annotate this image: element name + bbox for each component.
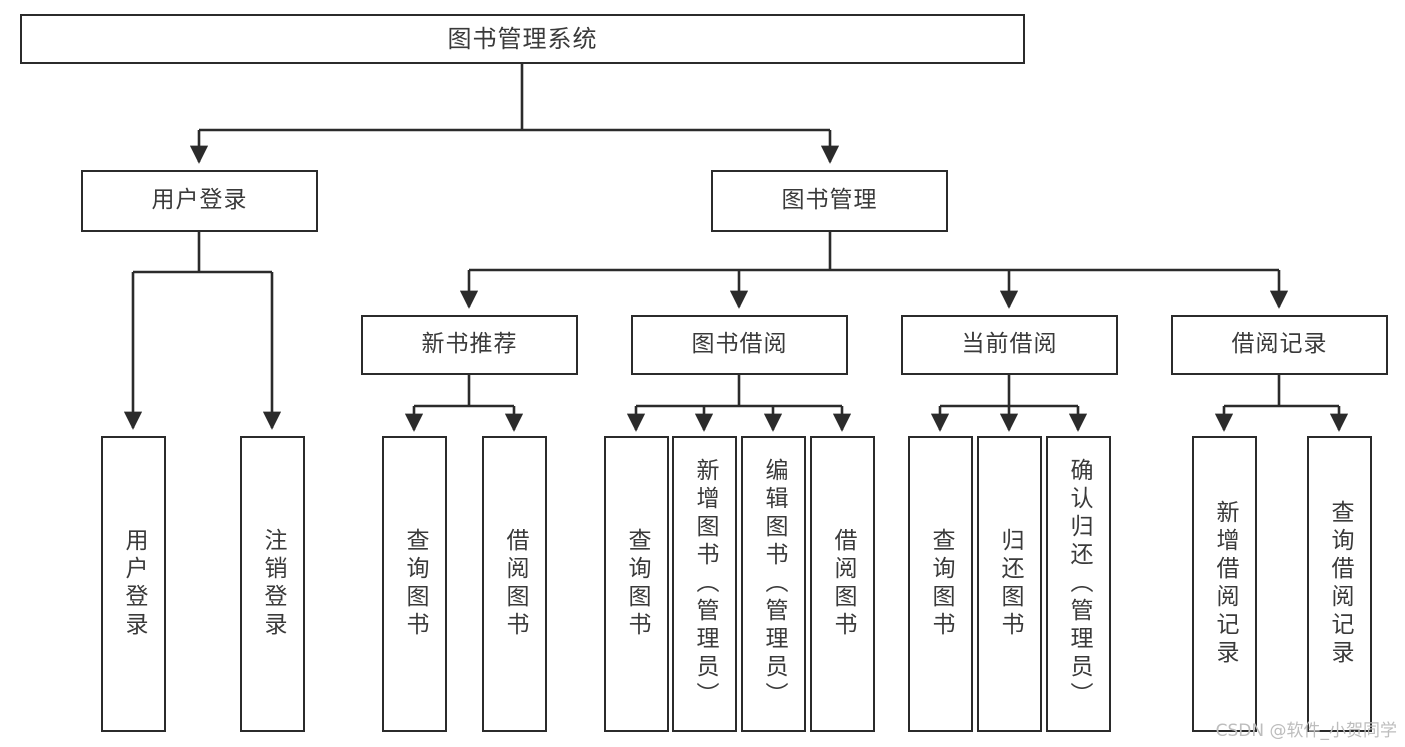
node-borrow-record[interactable]: 借阅记录 <box>1171 315 1388 375</box>
node-new-book-recommend[interactable]: 新书推荐 <box>361 315 578 375</box>
node-label: 查询图书 <box>402 528 428 640</box>
leaf-record-query-borrow-record[interactable]: 查询借阅记录 <box>1307 436 1372 732</box>
leaf-borrow-edit-book-admin[interactable]: 编辑图书（管理员） <box>741 436 806 732</box>
node-root-system[interactable]: 图书管理系统 <box>20 14 1025 64</box>
node-label: 注销登录 <box>260 528 286 640</box>
leaf-recommend-query-book[interactable]: 查询图书 <box>382 436 447 732</box>
node-label: 新增借阅记录 <box>1212 500 1238 668</box>
leaf-borrow-borrow-book[interactable]: 借阅图书 <box>810 436 875 732</box>
node-current-borrow[interactable]: 当前借阅 <box>901 315 1118 375</box>
node-label: 用户登录 <box>121 528 147 640</box>
leaf-user-logout[interactable]: 注销登录 <box>240 436 305 732</box>
node-book-management[interactable]: 图书管理 <box>711 170 948 232</box>
node-label: 确认归还（管理员） <box>1066 458 1092 710</box>
node-label: 图书借阅 <box>691 331 788 358</box>
leaf-user-login[interactable]: 用户登录 <box>101 436 166 732</box>
node-label: 当前借阅 <box>961 331 1058 358</box>
leaf-borrow-add-book-admin[interactable]: 新增图书（管理员） <box>672 436 737 732</box>
node-label: 查询图书 <box>928 528 954 640</box>
node-label: 借阅记录 <box>1231 331 1328 358</box>
leaf-current-confirm-return-admin[interactable]: 确认归还（管理员） <box>1046 436 1111 732</box>
node-book-borrow[interactable]: 图书借阅 <box>631 315 848 375</box>
node-label: 归还图书 <box>997 528 1023 640</box>
leaf-record-add-borrow-record[interactable]: 新增借阅记录 <box>1192 436 1257 732</box>
watermark-text: CSDN @软件_小贺同学 <box>1215 721 1397 741</box>
leaf-current-query-book[interactable]: 查询图书 <box>908 436 973 732</box>
node-label: 编辑图书（管理员） <box>761 458 787 710</box>
node-label: 新书推荐 <box>421 331 518 358</box>
leaf-current-return-book[interactable]: 归还图书 <box>977 436 1042 732</box>
node-label: 查询借阅记录 <box>1327 500 1353 668</box>
node-label: 图书管理系统 <box>447 24 598 53</box>
node-label: 借阅图书 <box>830 528 856 640</box>
node-label: 查询图书 <box>624 528 650 640</box>
leaf-recommend-borrow-book[interactable]: 借阅图书 <box>482 436 547 732</box>
leaf-borrow-query-book[interactable]: 查询图书 <box>604 436 669 732</box>
node-user-login[interactable]: 用户登录 <box>81 170 318 232</box>
node-label: 图书管理 <box>781 187 878 214</box>
node-label: 借阅图书 <box>502 528 528 640</box>
node-label: 新增图书（管理员） <box>692 458 718 710</box>
node-label: 用户登录 <box>151 187 248 214</box>
